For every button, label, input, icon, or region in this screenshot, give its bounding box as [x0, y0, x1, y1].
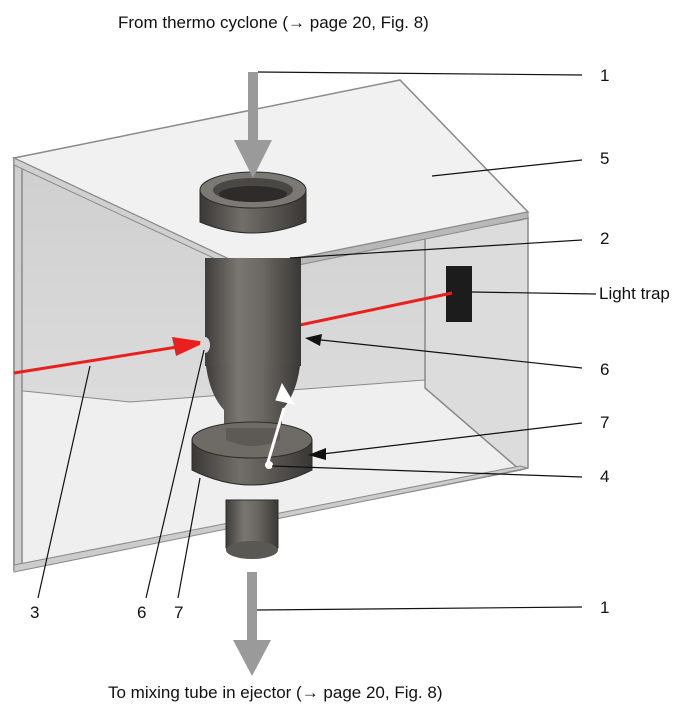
bottom-caption: To mixing tube in ejector (→ page 20, Fi… — [108, 683, 443, 702]
label-laser-3: 3 — [30, 603, 40, 622]
flow-arrow-out — [233, 572, 271, 676]
inlet-pipe — [199, 171, 307, 234]
leader-lines — [37, 71, 597, 611]
detector — [265, 461, 273, 469]
label-inlet-1: 1 — [600, 66, 610, 85]
leader-7-left — [177, 477, 201, 599]
scatter-arrow — [266, 382, 296, 463]
arrowhead-7-right — [308, 448, 326, 460]
arrowhead-6-right — [305, 334, 322, 346]
bottom-flange — [191, 421, 313, 486]
housing-left-wall — [13, 157, 23, 571]
flow-arrow-in — [234, 72, 272, 178]
top-caption: From thermo cyclone (→ page 20, Fig. 8) — [118, 13, 429, 32]
leader-4 — [271, 465, 583, 478]
leader-light-trap — [471, 291, 597, 295]
window-left — [200, 337, 210, 353]
label-tube-2: 2 — [600, 229, 610, 248]
leader-1-bottom — [256, 606, 583, 611]
leader-1-top — [257, 71, 583, 76]
leader-2 — [289, 239, 583, 259]
label-detector-4: 4 — [600, 467, 610, 486]
outlet-nozzle — [225, 499, 279, 559]
label-housing-5: 5 — [600, 149, 610, 168]
leader-6-right — [311, 338, 583, 369]
label-outlet-1: 1 — [600, 598, 610, 617]
leader-3 — [37, 365, 91, 599]
leader-5 — [431, 159, 583, 177]
label-flange-7-left: 7 — [174, 603, 184, 622]
leader-7-right — [313, 422, 583, 456]
label-flange-7-right: 7 — [600, 413, 610, 432]
label-window-6-right: 6 — [600, 360, 610, 379]
laser-beam — [13, 291, 453, 375]
leader-6-left — [145, 349, 205, 599]
label-window-6-left: 6 — [137, 603, 147, 622]
label-light-trap: Light trap — [599, 284, 670, 303]
